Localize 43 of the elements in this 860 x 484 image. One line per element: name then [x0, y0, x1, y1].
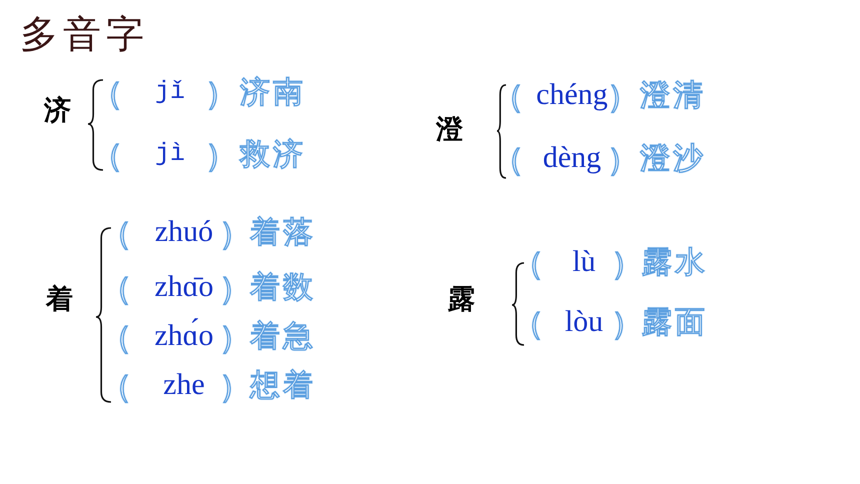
word: 露面 — [642, 308, 708, 338]
parenthesis: （ — [508, 143, 524, 175]
parenthesis: （ — [107, 139, 123, 171]
pinyin: lòu — [564, 307, 604, 337]
pinyin: zhɑ̄o — [154, 272, 214, 302]
word: 着急 — [250, 322, 316, 352]
parenthesis: ） — [219, 321, 235, 353]
parenthesis: ） — [219, 370, 235, 402]
parenthesis: （ — [116, 272, 132, 304]
parenthesis: ） — [205, 77, 221, 109]
head-character: 济 — [44, 97, 71, 124]
parenthesis: （ — [116, 217, 132, 249]
word: 济南 — [240, 78, 306, 108]
pinyin: zhe — [163, 370, 205, 400]
word: 澄沙 — [640, 144, 706, 174]
parenthesis: （ — [508, 80, 524, 112]
word: 澄清 — [640, 81, 706, 111]
pinyin: dèng — [542, 143, 602, 173]
pinyin: jì — [155, 141, 185, 166]
parenthesis: ） — [205, 139, 221, 171]
word: 想着 — [250, 371, 316, 401]
parenthesis: （ — [116, 370, 132, 402]
pinyin: zhuó — [154, 217, 214, 247]
head-character: 着 — [46, 286, 73, 313]
pinyin: chéng — [536, 80, 608, 110]
parenthesis: （ — [107, 77, 123, 109]
page-title: 多音字 — [20, 15, 149, 53]
parenthesis: ） — [611, 307, 627, 339]
pinyin: jǐ — [155, 79, 185, 104]
parenthesis: （ — [528, 247, 544, 279]
head-character: 露 — [448, 286, 475, 313]
word: 着数 — [250, 273, 316, 303]
word: 救济 — [240, 140, 306, 170]
parenthesis: ） — [219, 217, 235, 249]
word: 露水 — [642, 248, 708, 278]
parenthesis: ） — [219, 272, 235, 304]
pinyin: lù — [572, 247, 596, 277]
parenthesis: （ — [116, 321, 132, 353]
parenthesis: ） — [611, 247, 627, 279]
head-character: 澄 — [436, 116, 463, 143]
parenthesis: （ — [528, 307, 544, 339]
parenthesis: ） — [607, 143, 623, 175]
parenthesis: ） — [607, 80, 623, 112]
